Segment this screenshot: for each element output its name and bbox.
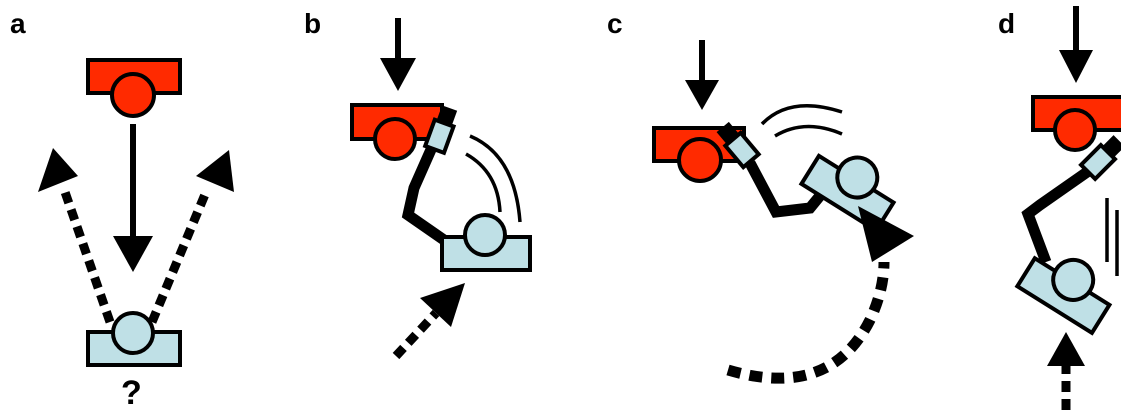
panel-a [38, 58, 234, 367]
passive-unit-b [440, 213, 532, 272]
motion-arcs-b [465, 134, 522, 223]
passive-block-circle [835, 155, 880, 200]
dotted-arrow-right-a [147, 150, 234, 324]
active-block-circle [110, 72, 156, 118]
panel-label-c: c [607, 8, 623, 39]
panel-c [652, 40, 914, 384]
panel-label-b: b [304, 8, 322, 39]
passive-block-circle [1051, 257, 1096, 302]
active-block-circle [373, 117, 417, 161]
approach-arrow-a [113, 124, 153, 272]
motion-arcs-c [760, 104, 843, 138]
active-unit-d [1031, 95, 1121, 152]
dotted-arrow-c [726, 206, 914, 384]
dotted-arrow-left-a [38, 148, 115, 324]
active-unit-a [86, 58, 182, 118]
force-arrow-b [380, 18, 416, 91]
panel-label-d: d [998, 8, 1016, 39]
dotted-arrow-d [1047, 332, 1085, 410]
panel-label-a: a [10, 8, 26, 39]
question-mark-annotation: ? [121, 374, 142, 412]
motion-lines-d [1105, 198, 1119, 276]
active-unit-b [350, 103, 444, 161]
passive-unit-c [798, 153, 897, 234]
passive-unit-d [1014, 255, 1113, 336]
linker-b [401, 105, 461, 254]
active-block-circle [677, 137, 723, 183]
active-block-circle [1053, 108, 1097, 152]
panel-b [350, 18, 532, 360]
dotted-arrow-b [392, 283, 465, 360]
passive-block-circle [463, 213, 507, 257]
passive-block-circle [111, 311, 155, 355]
passive-unit-a [86, 311, 182, 367]
force-arrow-d [1059, 6, 1093, 83]
panel-d [1014, 6, 1121, 410]
force-arrow-c [685, 40, 719, 110]
